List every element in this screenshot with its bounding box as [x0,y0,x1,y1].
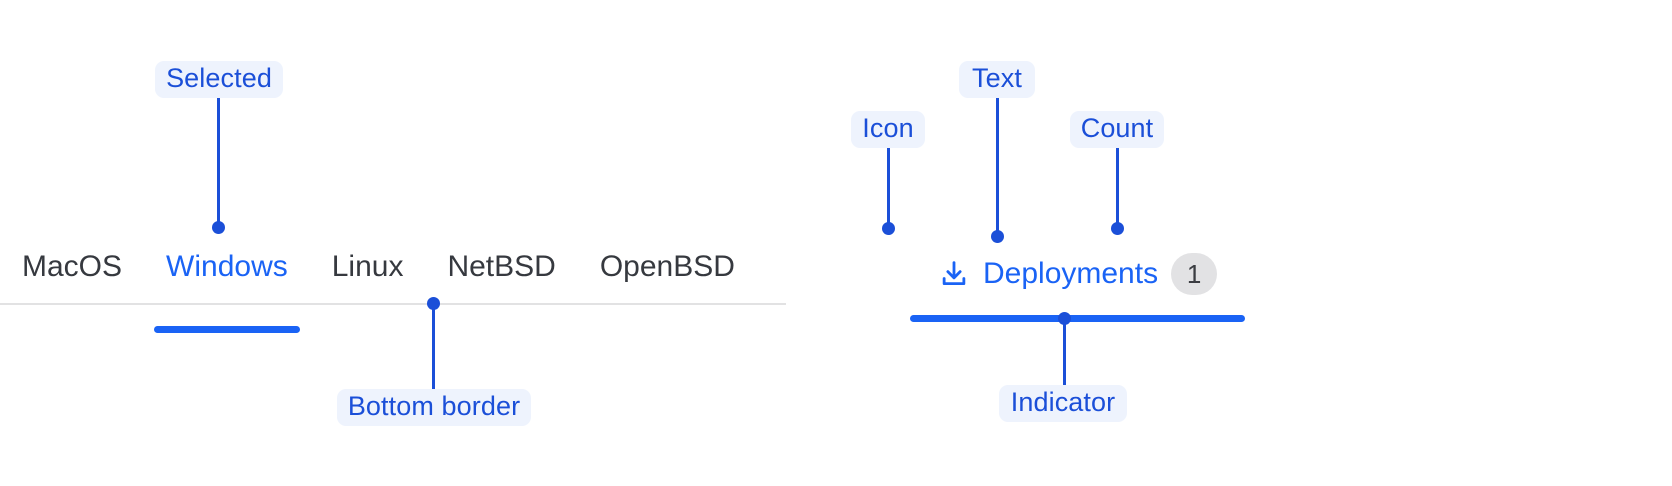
tab-openbsd[interactable]: OpenBSD [578,246,757,282]
tabstrip-basic: MacOS Windows Linux NetBSD OpenBSD [0,246,786,333]
annotation-badge-count: Count [1070,111,1164,148]
tab-deployments-indicator [910,315,1245,322]
annotation-badge-icon: Icon [851,111,925,148]
tab-deployments[interactable]: Deployments 1 [910,246,1250,326]
annotation-leader-text [996,98,999,237]
annotation-dot-selected [212,221,225,234]
tabstrip-tablist: MacOS Windows Linux NetBSD OpenBSD [0,246,757,333]
annotation-badge-indicator: Indicator [999,385,1127,422]
tab-netbsd-label: NetBSD [447,250,556,283]
download-icon [938,258,970,290]
tab-windows-label: Windows [166,250,288,283]
annotation-leader-icon [887,148,890,228]
tab-windows-underline [154,326,300,333]
annotation-dot-count [1111,222,1124,235]
tab-deployments-content: Deployments 1 [938,246,1218,302]
tab-macos[interactable]: MacOS [0,246,144,282]
annotation-leader-bottom-border [432,303,435,390]
annotation-dot-icon [882,222,895,235]
annotation-badge-text: Text [959,61,1035,98]
tab-deployments-label: Deployments [983,257,1159,290]
tab-macos-label: MacOS [22,250,123,283]
annotation-badge-bottom-border: Bottom border [337,389,531,426]
annotation-leader-indicator [1063,318,1066,422]
tab-deployments-count: 1 [1171,253,1218,295]
annotation-badge-selected: Selected [155,61,283,98]
tab-windows[interactable]: Windows [144,246,310,333]
tab-openbsd-label: OpenBSD [599,250,735,283]
tab-linux-label: Linux [331,250,404,283]
tab-linux[interactable]: Linux [310,246,426,282]
tabstrip-divider [0,303,786,305]
tab-netbsd[interactable]: NetBSD [425,246,577,282]
annotation-dot-text [991,230,1004,243]
annotation-leader-selected [217,98,220,226]
annotation-leader-count [1116,148,1119,228]
